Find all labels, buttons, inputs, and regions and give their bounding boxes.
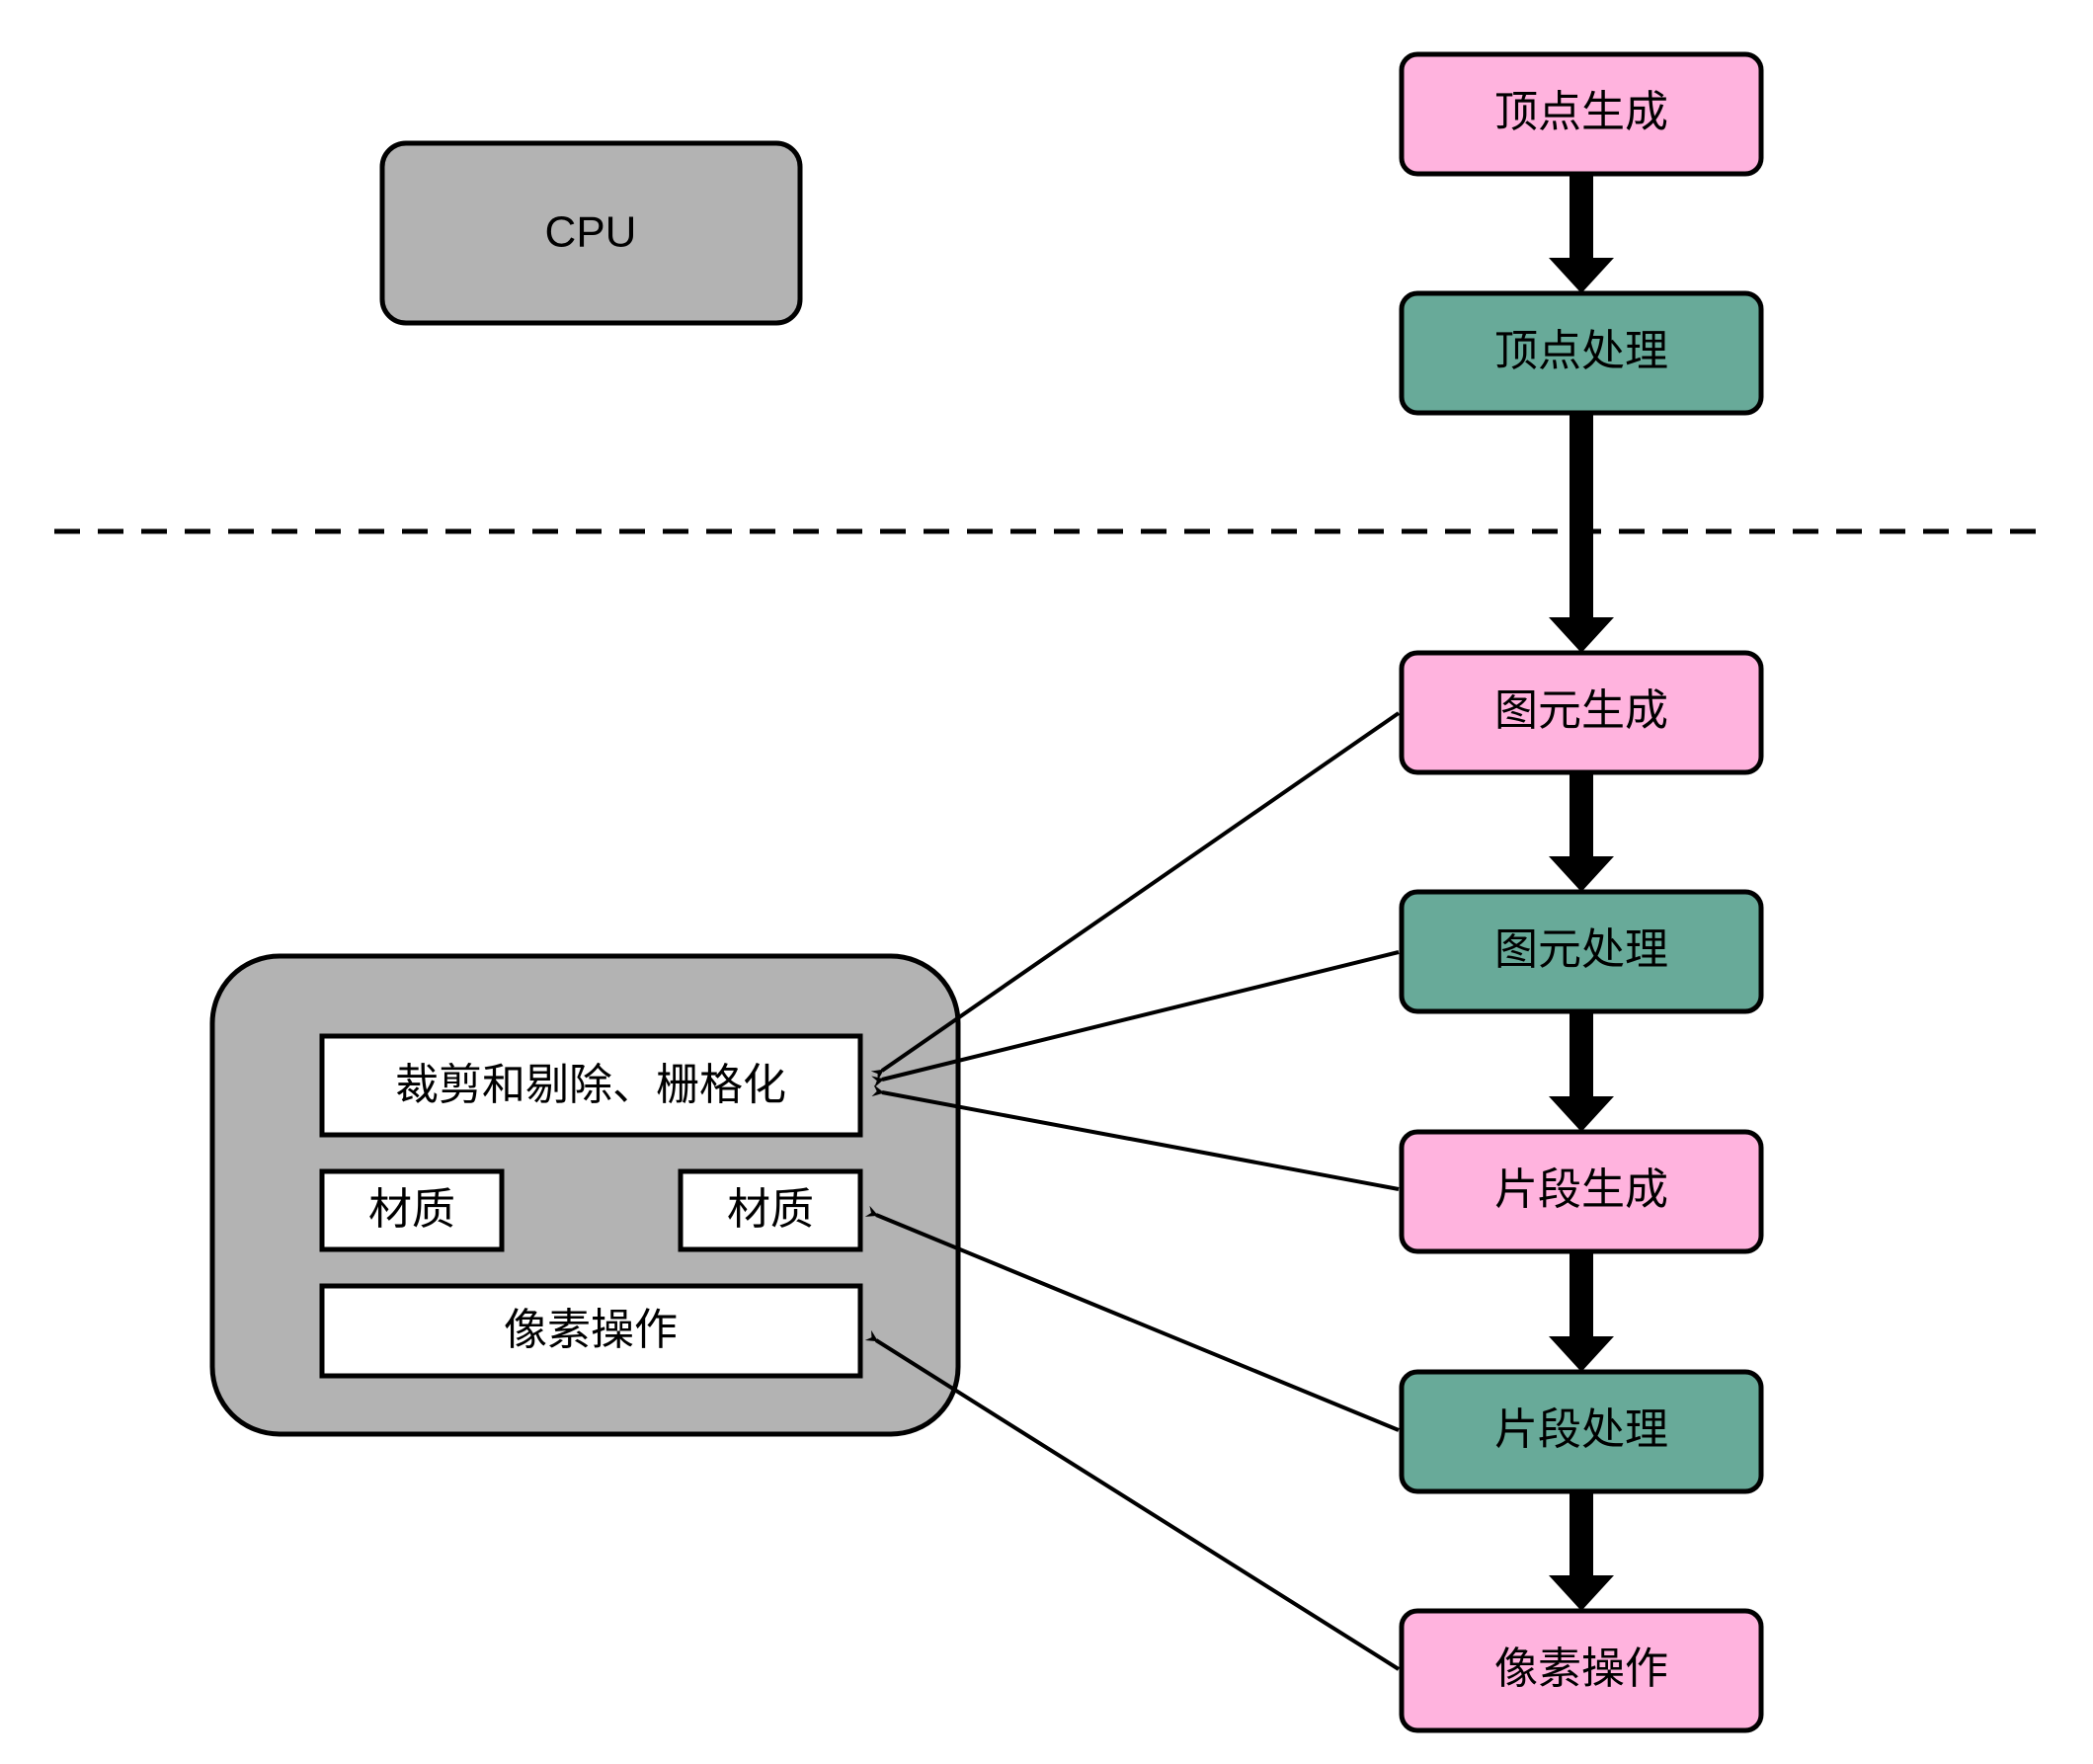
pipeline-arrow-shaft [1570,413,1593,619]
stage-vertex-processing-label: 顶点处理 [1494,326,1668,376]
stage-fragment-generation: 片段生成 [1399,1129,1764,1254]
material-right-shape [678,1168,863,1252]
stage-pixel-operations-label: 像素操作 [1494,1644,1668,1694]
arrow-primitive-generation-to-clip [870,711,1401,1082]
material-left-label: 材质 [368,1184,455,1235]
pixel-ops-shape [319,1283,863,1379]
cpu-box: CPU [379,140,803,326]
arrow-fragment-generation-to-clip [871,1084,1400,1191]
pipeline-arrow-head [1549,617,1614,653]
pipeline-arrow-head [1549,258,1614,293]
pipeline-arrow-shaft [1570,174,1593,260]
stage-fragment-processing-shape [1399,1369,1764,1494]
pipeline-arrow-shaft [1570,1491,1593,1577]
stage-vertex-generation: 顶点生成 [1399,51,1764,177]
stage-fragment-generation-shape [1399,1129,1764,1254]
stage-primitive-processing-shape [1399,889,1764,1014]
arrow-fragment-processing-to-material [864,1205,1400,1432]
clip-cull-raster-shape [319,1033,863,1138]
stage-primitive-processing-label: 图元处理 [1494,924,1668,975]
material-right-label: 材质 [727,1184,814,1235]
pixel-ops-label: 像素操作 [504,1305,678,1355]
stage-vertex-generation-shape [1399,51,1764,177]
stage-fragment-processing: 片段处理 [1399,1369,1764,1494]
clip-cull-raster-label: 裁剪和剔除、栅格化 [395,1060,786,1110]
material-box-right: 材质 [678,1168,863,1252]
material-left-shape [319,1168,505,1252]
stage-vertex-processing-shape [1399,290,1764,416]
pipeline-arrow-head [1549,1096,1614,1132]
stage-primitive-processing: 图元处理 [1399,889,1764,1014]
arrow-pixel-operations-to-pixel-ops [864,1329,1401,1671]
stage-primitive-generation-label: 图元生成 [1494,685,1668,736]
pipeline-arrow-head [1549,1575,1614,1611]
clip-cull-raster-box: 裁剪和剔除、栅格化 [319,1033,863,1138]
pipeline-arrow-head [1549,1336,1614,1372]
hardware-unit: 裁剪和剔除、栅格化 材质 材质 像素操作 [209,953,961,1437]
stage-primitive-generation: 图元生成 [1399,650,1764,775]
pipeline-arrow-head [1549,856,1614,892]
stage-to-unit-arrows [864,711,1401,1671]
pipeline-arrow-shaft [1570,1011,1593,1098]
stage-fragment-generation-label: 片段生成 [1494,1164,1668,1215]
arrow-primitive-processing-to-clip [871,950,1400,1088]
stage-fragment-processing-label: 片段处理 [1494,1404,1668,1455]
stage-vertex-processing: 顶点处理 [1399,290,1764,416]
cpu-label: CPU [545,208,637,257]
stage-pixel-operations: 像素操作 [1399,1608,1764,1733]
pipeline-arrow-shaft [1570,772,1593,858]
pixel-ops-box: 像素操作 [319,1283,863,1379]
stage-pixel-operations-shape [1399,1608,1764,1733]
material-box-left: 材质 [319,1168,505,1252]
pipeline-arrows [1549,174,1614,1611]
stage-primitive-generation-shape [1399,650,1764,775]
cpu-box-shape [379,140,803,326]
pipeline-arrow-shaft [1570,1251,1593,1338]
stage-vertex-generation-label: 顶点生成 [1494,87,1668,137]
